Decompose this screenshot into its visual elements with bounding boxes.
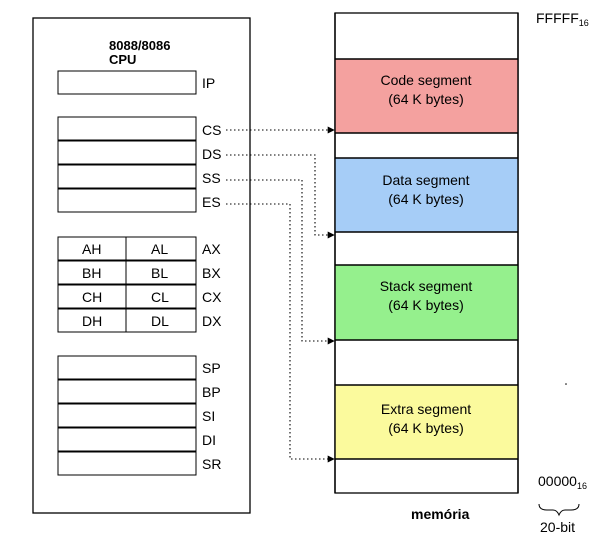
register-label-dl: DL — [151, 313, 169, 329]
register-label-sp: SP — [202, 360, 221, 376]
memory-width-label: 20-bit — [540, 519, 575, 535]
register-bl — [125, 260, 197, 285]
es-to-extra-segment-arrow — [226, 203, 335, 463]
segment-register-label-cs: CS — [202, 122, 221, 138]
stack-segment-size: (64 K bytes) — [388, 297, 463, 313]
register-di — [57, 427, 197, 452]
register-label-cl: CL — [151, 289, 169, 305]
code-segment-name: Code segment — [380, 72, 471, 88]
segment-register-label-ss: SS — [202, 170, 221, 186]
register-cl — [125, 284, 197, 309]
stack-segment — [335, 265, 518, 340]
memory-bottom-address-value: 00000 — [538, 473, 577, 489]
register-label-bl: BL — [151, 265, 168, 281]
data-segment-name: Data segment — [382, 172, 469, 188]
register-label-dh: DH — [82, 313, 102, 329]
cpu-title-line2: CPU — [109, 52, 136, 67]
extra-segment-size: (64 K bytes) — [388, 420, 463, 436]
segment-register-ss — [57, 164, 197, 189]
memory-bottom-address: 0000016 — [538, 473, 587, 491]
data-segment-size: (64 K bytes) — [388, 191, 463, 207]
register-al — [125, 236, 197, 261]
register-label-ax: AX — [202, 241, 221, 257]
register-label-sr: SR — [202, 456, 221, 472]
ss-to-stack-segment-arrow — [226, 179, 335, 345]
memory-bottom-address-subscript: 16 — [577, 481, 587, 491]
ds-to-data-segment-arrow — [226, 154, 335, 239]
memory-top-address: FFFFF16 — [536, 10, 589, 28]
extra-segment — [335, 385, 518, 459]
stack-segment-name: Stack segment — [380, 278, 473, 294]
register-label-si: SI — [202, 408, 215, 424]
register-label-cx: CX — [202, 289, 222, 305]
register-label-ch: CH — [82, 289, 102, 305]
register-label-al: AL — [151, 241, 168, 257]
register-label-bp: BP — [202, 384, 221, 400]
register-label-ah: AH — [82, 241, 101, 257]
register-label-bx: BX — [202, 265, 221, 281]
memory-block: Code segment (64 K bytes) Data segment (… — [334, 10, 589, 535]
register-sp — [57, 355, 197, 380]
register-bp — [57, 379, 197, 404]
segment-register-ds — [57, 140, 197, 165]
segment-register-cs — [57, 116, 197, 141]
register-si — [57, 403, 197, 428]
memory-top-address-subscript: 16 — [579, 18, 589, 28]
ip-register-label: IP — [202, 75, 215, 91]
ip-register — [57, 70, 197, 95]
width-brace — [538, 503, 580, 517]
register-label-dx: DX — [202, 313, 222, 329]
stray-dot — [565, 383, 567, 385]
general-register-group: AH AL AX BH BL BX CH CL CX DH DL DX — [57, 236, 222, 333]
segment-register-label-ds: DS — [202, 146, 221, 162]
register-dl — [125, 308, 197, 333]
cpu-title-line1: 8088/8086 — [109, 38, 170, 53]
code-segment — [335, 59, 518, 133]
register-sr — [57, 451, 197, 476]
register-label-bh: BH — [82, 265, 101, 281]
data-segment — [335, 158, 518, 232]
segment-register-es — [57, 188, 197, 213]
segment-pointer-arrows — [226, 126, 335, 463]
segment-register-group: CS DS SS ES — [57, 116, 221, 213]
cpu-block: 8088/8086 CPU IP CS DS SS ES AH A — [32, 17, 251, 514]
register-label-di: DI — [202, 432, 216, 448]
segment-register-label-es: ES — [202, 194, 221, 210]
memory-label: memória — [411, 506, 470, 522]
extra-segment-name: Extra segment — [381, 401, 471, 417]
code-segment-size: (64 K bytes) — [388, 91, 463, 107]
memory-top-address-value: FFFFF — [536, 10, 579, 26]
pointer-register-group: SP BP SI DI SR — [57, 355, 221, 476]
